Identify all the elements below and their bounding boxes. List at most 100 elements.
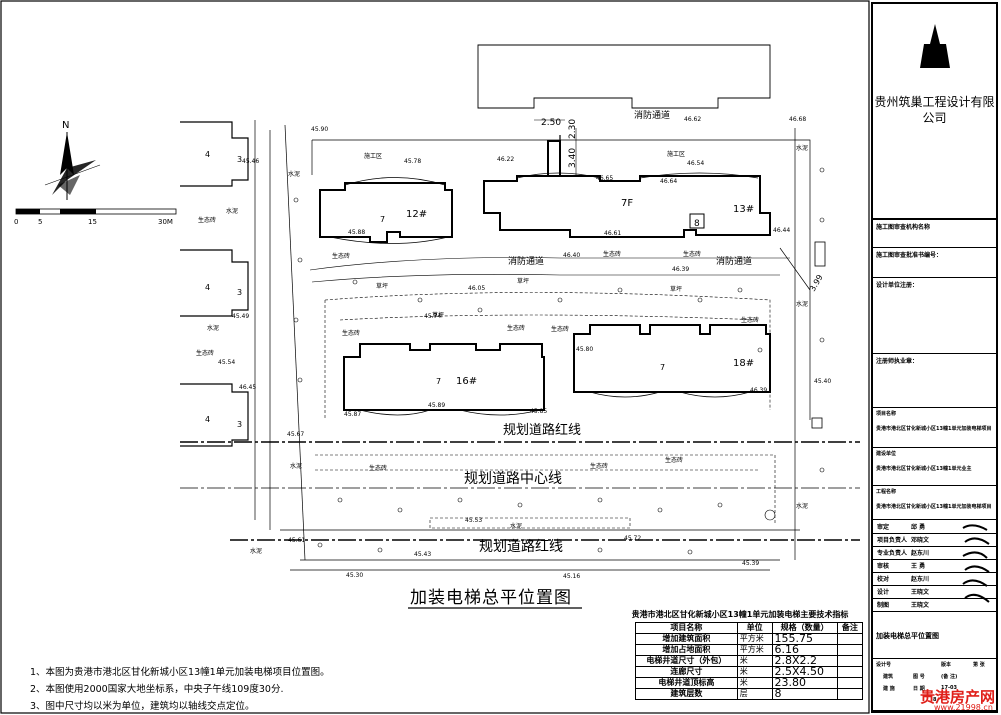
concrete-label-6: 水泥	[250, 547, 262, 555]
eco-label-7: 生态砖	[369, 464, 387, 472]
elev-12: 46.39	[672, 266, 689, 273]
cell: 增加建筑面积	[635, 633, 738, 645]
signature-scribbles	[962, 524, 990, 603]
cell: 层	[736, 688, 773, 700]
footer-block: 设计号 版本 第 张 建筑 建 施 图 号 日 期 17-03 (备 注) 8	[873, 659, 996, 711]
fire-lane-mid-left: 消防通道	[508, 255, 544, 267]
elev-33: 45.46	[242, 158, 259, 165]
building-16-number: 16#	[456, 376, 477, 387]
building-13: 7F 13# 8 2.50 2.30 3.40	[483, 118, 771, 238]
elev-11: 46.40	[563, 252, 580, 259]
cell: 米	[736, 655, 773, 667]
west-bldg-b-4: 4	[205, 283, 210, 292]
elev-17: 45.89	[428, 402, 445, 409]
site-plan: N 0 5 15 30M 4 3 4 3 4 3	[0, 0, 870, 714]
project-row: 项目名称 贵港市港北区甘化新城小区13幢1单元加装电梯项目	[873, 408, 996, 448]
cell: 米	[736, 666, 773, 678]
spot-elevations: 45.90 46.62 46.68 45.78 46.22 46.54 46.6…	[218, 116, 831, 580]
north-label: N	[62, 120, 69, 131]
company-area: 贵州筑巢工程设计有限公司	[873, 4, 996, 220]
elev-24: 45.43	[414, 551, 431, 558]
cell	[836, 644, 864, 656]
garden-paths	[315, 292, 776, 529]
concrete-label-2: 水泥	[226, 207, 238, 215]
cell: 平方米	[736, 633, 773, 645]
elev-28: 45.39	[742, 560, 759, 567]
eco-label-11: 生态砖	[665, 456, 683, 464]
cell	[836, 633, 864, 645]
sig-row-7: 制图王晓文	[873, 598, 996, 612]
elev-23: 45.61	[288, 537, 305, 544]
grass-label-2: 草坪	[517, 277, 529, 285]
west-bldg-b-3: 3	[237, 288, 242, 297]
scale-tick-5: 5	[38, 218, 42, 226]
elev-8: 45.88	[348, 229, 365, 236]
elev-30: 46.45	[239, 384, 256, 391]
sig-row-3: 专业负责人赵东川	[873, 546, 996, 560]
grass-label-1: 草坪	[376, 282, 388, 290]
cell	[836, 655, 864, 667]
eco-label-1: 生态砖	[332, 252, 350, 260]
red-line-top-label: 规划道路红线	[503, 422, 581, 438]
sig-row-1: 审定邱 勇	[873, 520, 996, 534]
building-13-floors: 7F	[621, 198, 633, 209]
concrete-label-3: 水泥	[207, 324, 219, 332]
watermark-logo: 贵港房产网	[920, 688, 996, 706]
tree-symbols	[293, 167, 825, 555]
elev-16: 45.87	[344, 411, 361, 418]
project-label: 项目名称	[876, 411, 897, 417]
scale-tick-30: 30M	[158, 218, 173, 226]
fire-lane-mid-right: 消防通道	[716, 255, 752, 267]
review-org-row: 施工图审查机构名称	[873, 220, 996, 248]
table-row: 电梯井道顶标高 米 23.80	[635, 677, 864, 689]
fire-lane-top: 消防通道	[634, 109, 670, 121]
sig-row-5: 校对赵东川	[873, 572, 996, 586]
elev-25: 45.72	[624, 535, 641, 542]
table-row: 电梯井道尺寸（外包） 米 2.8X2.2	[635, 655, 864, 667]
building-12-floors: 7	[380, 215, 385, 224]
construction-zone-right: 施工区	[667, 150, 685, 158]
cell	[836, 688, 864, 700]
approval-no-row: 施工图审查批准书编号：	[873, 248, 996, 278]
scale-tick-15: 15	[88, 218, 97, 226]
table-row: 增加占地面积 平方米 6.16	[635, 644, 864, 656]
eco-label-2: 生态砖	[603, 250, 621, 258]
planned-road-lines	[180, 441, 860, 541]
elev-4: 45.78	[404, 158, 421, 165]
eco-label-9: 生态砖	[198, 216, 216, 224]
elev-27: 45.16	[563, 573, 580, 580]
west-bldg-a-4: 4	[205, 150, 210, 159]
sig-row-2: 项目负责人邓晓文	[873, 533, 996, 547]
building-16-floors: 7	[436, 377, 441, 386]
elev-3: 46.68	[789, 116, 806, 123]
grass-label-3: 草坪	[670, 285, 682, 293]
cell: 电梯井道顶标高	[635, 677, 738, 689]
cell: 连廊尺寸	[635, 666, 738, 678]
cell: 8	[771, 688, 838, 700]
spec-header-unit: 单位	[736, 622, 773, 634]
drawing-name: 加装电梯总平位置图	[873, 611, 996, 659]
north-arrow-icon: N	[44, 120, 101, 200]
owner-row: 建设单位 贵港市港北区甘化新城小区13幢1单元业主	[873, 448, 996, 486]
concrete-label-7: 水泥	[796, 144, 808, 152]
company-name: 贵州筑巢工程设计有限公司	[874, 95, 995, 125]
building-18-number: 18#	[733, 358, 754, 369]
elev-6: 46.54	[687, 160, 704, 167]
cell: 米	[736, 677, 773, 689]
notes: 1、本图为贵港市港北区甘化新城小区13幢1单元加装电梯项目位置图。 2、本图使用…	[30, 664, 330, 715]
note-2: 2、本图使用2000国家大地坐标系，中央子午线109度30分.	[30, 684, 284, 695]
sig-row-4: 审核王 勇	[873, 559, 996, 573]
building-12-number: 12#	[406, 209, 427, 220]
eco-label-8: 生态砖	[590, 462, 608, 470]
scale-bar: 0 5 15 30M	[14, 208, 177, 226]
elev-14: 45.74	[424, 313, 441, 320]
elev-7: 46.65	[596, 175, 613, 182]
note-1: 1、本图为贵港市港北区甘化新城小区13幢1单元加装电梯项目位置图。	[30, 667, 330, 678]
elev-10: 46.61	[604, 230, 621, 237]
elev-13: 46.05	[468, 285, 485, 292]
elev-20: 45.40	[814, 378, 831, 385]
dim-2-50: 2.50	[541, 118, 561, 128]
construction-zone-left: 施工区	[364, 152, 382, 160]
building-13-stair: 8	[694, 219, 700, 229]
cell: 23.80	[771, 677, 838, 689]
